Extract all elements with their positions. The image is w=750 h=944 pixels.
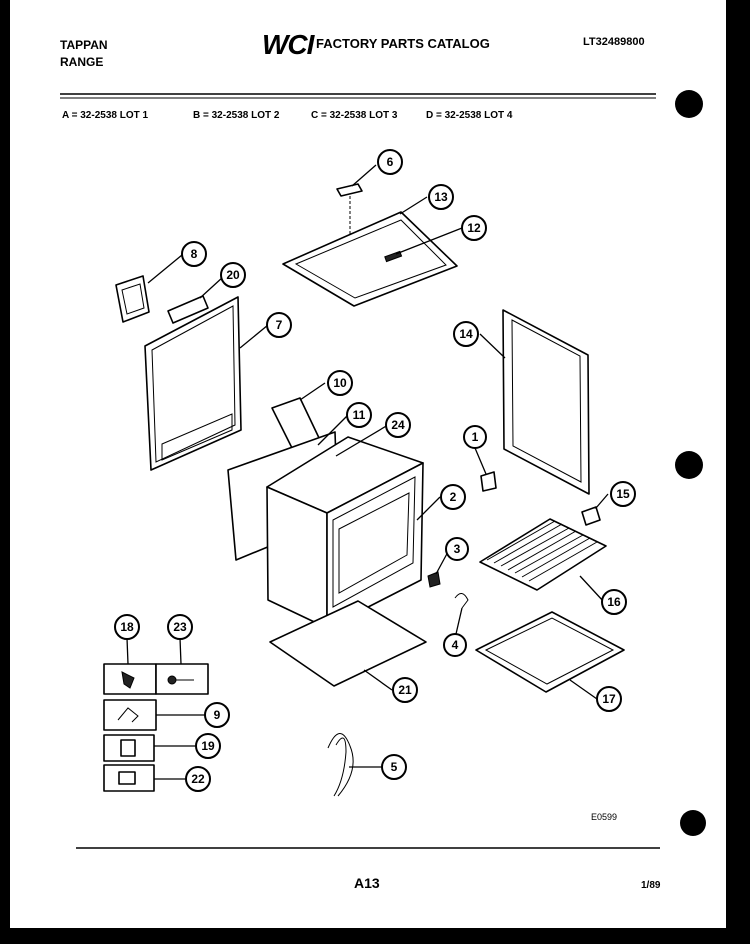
svg-text:10: 10 xyxy=(333,376,347,390)
svg-text:15: 15 xyxy=(616,487,630,501)
product-label: RANGE xyxy=(60,55,104,69)
lot-c: C = 32-2538 LOT 3 xyxy=(311,110,398,121)
svg-text:2: 2 xyxy=(450,490,457,504)
part-17-broiler-pan xyxy=(475,611,625,693)
svg-text:4: 4 xyxy=(452,638,459,652)
callout-7: 7 xyxy=(266,312,292,338)
svg-text:12: 12 xyxy=(467,221,481,235)
callout-20: 20 xyxy=(220,262,246,288)
callout-11: 11 xyxy=(346,402,372,428)
svg-text:3: 3 xyxy=(454,542,461,556)
callout-16: 16 xyxy=(601,589,627,615)
catalog-number: LT32489800 xyxy=(583,36,645,48)
binder-hole-icon xyxy=(675,90,703,118)
svg-text:21: 21 xyxy=(398,683,412,697)
svg-text:5: 5 xyxy=(391,760,398,774)
svg-text:14: 14 xyxy=(459,327,473,341)
callout-17: 17 xyxy=(596,686,622,712)
callout-10: 10 xyxy=(327,370,353,396)
part-9-box xyxy=(103,699,157,731)
part-16-oven-rack xyxy=(479,518,607,591)
part-14-side-frame xyxy=(502,309,590,495)
wci-logo: WCI xyxy=(262,29,314,60)
part-2-oven-body xyxy=(266,436,424,629)
part-19-box xyxy=(103,734,155,762)
svg-text:19: 19 xyxy=(201,739,215,753)
part-22-box xyxy=(103,764,155,792)
callout-8: 8 xyxy=(181,241,207,267)
binder-hole-icon xyxy=(680,810,706,836)
binder-hole-icon xyxy=(675,451,703,479)
svg-text:13: 13 xyxy=(434,190,448,204)
svg-text:1: 1 xyxy=(472,430,479,444)
lot-a: A = 32-2538 LOT 1 xyxy=(62,110,149,121)
page-number: A13 xyxy=(354,875,380,891)
callout-24: 24 xyxy=(385,412,411,438)
part-21-base-pan xyxy=(269,600,427,687)
callout-12: 12 xyxy=(461,215,487,241)
callout-1: 1 xyxy=(463,425,487,449)
svg-text:9: 9 xyxy=(214,708,221,722)
part-8-clip xyxy=(115,275,150,323)
svg-text:20: 20 xyxy=(226,268,240,282)
svg-text:7: 7 xyxy=(276,318,283,332)
part-15-hinge xyxy=(581,506,601,526)
part-4-wire xyxy=(454,593,469,609)
callout-13: 13 xyxy=(428,184,454,210)
callout-5: 5 xyxy=(381,754,407,780)
svg-text:11: 11 xyxy=(353,408,366,422)
leader-lines xyxy=(126,164,609,780)
callout-4: 4 xyxy=(443,633,467,657)
callout-23: 23 xyxy=(167,614,193,640)
svg-text:24: 24 xyxy=(391,418,405,432)
lot-d: D = 32-2538 LOT 4 xyxy=(426,110,513,121)
callout-18: 18 xyxy=(114,614,140,640)
callout-6: 6 xyxy=(377,149,403,175)
svg-text:23: 23 xyxy=(173,620,187,634)
callout-2: 2 xyxy=(440,484,466,510)
callout-22: 22 xyxy=(185,766,211,792)
svg-text:8: 8 xyxy=(191,247,198,261)
part-20-block xyxy=(167,295,209,324)
lot-b: B = 32-2538 LOT 2 xyxy=(193,110,280,121)
callout-19: 19 xyxy=(195,733,221,759)
callout-14: 14 xyxy=(453,321,479,347)
svg-text:22: 22 xyxy=(191,772,205,786)
part-7-side-panel xyxy=(144,296,242,471)
callout-9: 9 xyxy=(204,702,230,728)
callout-15: 15 xyxy=(610,481,636,507)
part-5-wire-harness xyxy=(327,733,354,797)
date-code: 1/89 xyxy=(641,880,661,891)
part-18-box xyxy=(103,663,157,695)
brand-label: TAPPAN xyxy=(60,38,108,52)
callout-3: 3 xyxy=(445,537,469,561)
part-1-clip xyxy=(480,471,497,492)
svg-text:16: 16 xyxy=(607,595,621,609)
part-13-top-panel xyxy=(282,211,458,307)
callout-21: 21 xyxy=(392,677,418,703)
svg-text:17: 17 xyxy=(602,692,616,706)
part-23-box xyxy=(155,663,209,695)
svg-text:6: 6 xyxy=(387,155,394,169)
drawing-code: E0599 xyxy=(591,812,618,822)
svg-text:18: 18 xyxy=(120,620,134,634)
catalog-title: FACTORY PARTS CATALOG xyxy=(316,36,490,51)
part-3-screw xyxy=(427,571,441,588)
